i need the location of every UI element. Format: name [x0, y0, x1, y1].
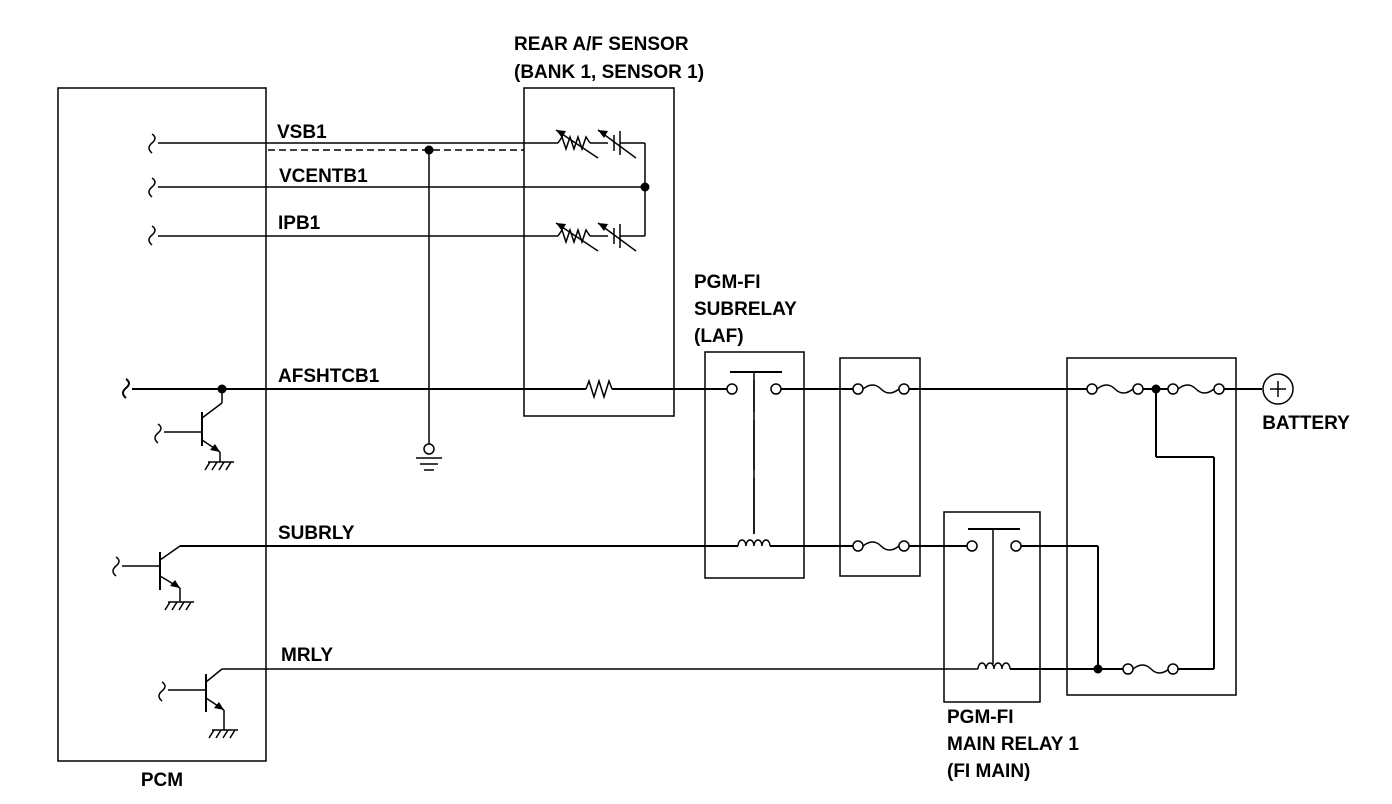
subrelay-label-line2: SUBRELAY: [694, 299, 797, 320]
sensor-common-bus: [640, 143, 650, 236]
wire-label-vcentb1: VCENTB1: [279, 166, 368, 187]
fuse-upper: [781, 383, 1087, 395]
main-relay-contacts: [966, 528, 1099, 669]
sensor-cell-lower: [555, 222, 645, 252]
battery-terminal: [1262, 373, 1294, 405]
fuse-box-right: [1066, 357, 1237, 696]
pcm-label: PCM: [141, 770, 183, 791]
main-relay-driver-transistor: [158, 668, 238, 739]
subrelay-driver-transistor: [112, 545, 194, 611]
wire-label-mrly: MRLY: [281, 645, 333, 666]
wire-label-afshtcb1: AFSHTCB1: [278, 366, 380, 387]
wire-ipb1: [148, 225, 558, 246]
subrelay-coil: [180, 539, 858, 547]
fuse-lower: [852, 540, 968, 552]
main-relay-label-line2: MAIN RELAY 1: [947, 734, 1079, 755]
wire-vsb1: [148, 133, 558, 154]
heater-driver-transistor: [154, 389, 234, 471]
main-relay-label-line3: (FI MAIN): [947, 761, 1030, 782]
shield-ground: [416, 145, 442, 471]
rear-af-sensor-label-line1: REAR A/F SENSOR: [514, 34, 689, 55]
subrelay-contacts: [726, 371, 782, 534]
main-relay-coil: [222, 662, 1128, 674]
rear-af-sensor-box: [523, 87, 675, 417]
subrelay-label-line1: PGM-FI: [694, 272, 761, 293]
pcm-box: [57, 87, 267, 762]
pgm-fi-subrelay-box: [704, 351, 805, 579]
fuse-box-middle: [839, 357, 921, 577]
battery-label: BATTERY: [1262, 413, 1350, 434]
subrelay-label-line3: (LAF): [694, 326, 744, 347]
wire-vcentb1: [148, 177, 645, 198]
fuse-right-upper-a: [1086, 383, 1168, 395]
main-relay-label-line1: PGM-FI: [947, 707, 1014, 728]
wire-afshtcb1: [122, 378, 727, 400]
rear-af-sensor-label-line2: (BANK 1, SENSOR 1): [514, 62, 704, 83]
fuse-right-lower: [1122, 389, 1215, 675]
wire-label-ipb1: IPB1: [278, 213, 321, 234]
pgm-fi-main-relay-box: [943, 511, 1041, 703]
fuse-right-upper-b: [1167, 383, 1262, 395]
sensor-cell-upper: [555, 129, 645, 159]
wire-label-subrly: SUBRLY: [278, 523, 355, 544]
wire-label-vsb1: VSB1: [277, 122, 327, 143]
